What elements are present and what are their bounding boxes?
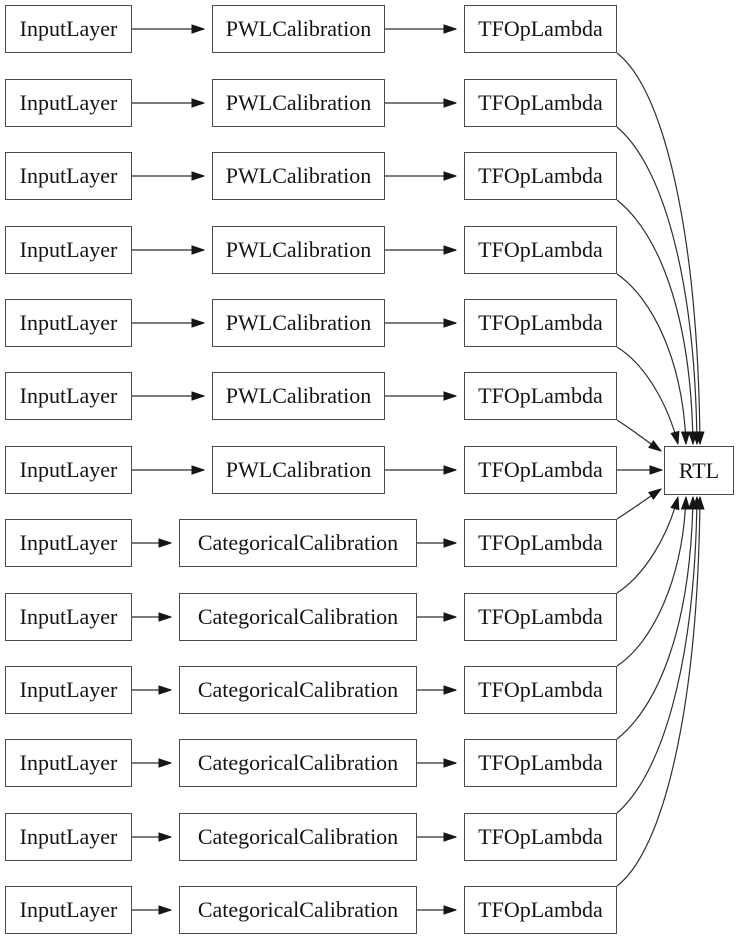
node-categorical-calibration: CategoricalCalibration xyxy=(179,886,417,934)
node-categorical-calibration: CategoricalCalibration xyxy=(179,739,417,787)
node-input-layer: InputLayer xyxy=(5,519,132,567)
edge-lambda-rtl xyxy=(616,126,697,444)
node-input-layer: InputLayer xyxy=(5,5,132,53)
edge-lambda-rtl xyxy=(616,489,661,520)
node-categorical-calibration: CategoricalCalibration xyxy=(179,593,417,641)
edge-arrows xyxy=(132,29,700,910)
node-input-layer: InputLayer xyxy=(5,152,132,200)
node-rtl: RTL xyxy=(664,446,734,495)
node-pwl-calibration: PWLCalibration xyxy=(212,79,385,127)
node-tfop-lambda: TFOpLambda xyxy=(464,666,617,714)
node-pwl-calibration: PWLCalibration xyxy=(212,226,385,274)
node-input-layer: InputLayer xyxy=(5,79,132,127)
node-input-layer: InputLayer xyxy=(5,593,132,641)
node-tfop-lambda: TFOpLambda xyxy=(464,739,617,787)
node-tfop-lambda: TFOpLambda xyxy=(464,79,617,127)
edge-lambda-rtl xyxy=(616,419,661,451)
node-input-layer: InputLayer xyxy=(5,299,132,347)
node-tfop-lambda: TFOpLambda xyxy=(464,372,617,420)
node-input-layer: InputLayer xyxy=(5,666,132,714)
node-input-layer: InputLayer xyxy=(5,739,132,787)
edge-lambda-rtl xyxy=(616,497,693,740)
node-categorical-calibration: CategoricalCalibration xyxy=(179,813,417,861)
node-pwl-calibration: PWLCalibration xyxy=(212,372,385,420)
node-categorical-calibration: CategoricalCalibration xyxy=(179,666,417,714)
edge-lambda-rtl xyxy=(616,497,700,887)
edge-lambda-rtl xyxy=(616,497,697,814)
node-input-layer: InputLayer xyxy=(5,226,132,274)
node-tfop-lambda: TFOpLambda xyxy=(464,5,617,53)
edge-lambda-rtl xyxy=(616,497,678,594)
edge-lambda-rtl xyxy=(616,52,700,444)
node-tfop-lambda: TFOpLambda xyxy=(464,813,617,861)
node-tfop-lambda: TFOpLambda xyxy=(464,152,617,200)
node-pwl-calibration: PWLCalibration xyxy=(212,446,385,494)
node-tfop-lambda: TFOpLambda xyxy=(464,886,617,934)
node-input-layer: InputLayer xyxy=(5,372,132,420)
edge-lambda-rtl xyxy=(616,199,693,444)
node-tfop-lambda: TFOpLambda xyxy=(464,446,617,494)
edge-lambda-rtl xyxy=(616,346,678,444)
node-input-layer: InputLayer xyxy=(5,446,132,494)
node-input-layer: InputLayer xyxy=(5,813,132,861)
node-pwl-calibration: PWLCalibration xyxy=(212,152,385,200)
node-tfop-lambda: TFOpLambda xyxy=(464,299,617,347)
node-input-layer: InputLayer xyxy=(5,886,132,934)
edge-lambda-rtl xyxy=(616,273,686,444)
edge-lambda-rtl xyxy=(616,497,686,667)
node-categorical-calibration: CategoricalCalibration xyxy=(179,519,417,567)
node-tfop-lambda: TFOpLambda xyxy=(464,593,617,641)
node-tfop-lambda: TFOpLambda xyxy=(464,226,617,274)
node-pwl-calibration: PWLCalibration xyxy=(212,299,385,347)
node-tfop-lambda: TFOpLambda xyxy=(464,519,617,567)
node-pwl-calibration: PWLCalibration xyxy=(212,5,385,53)
